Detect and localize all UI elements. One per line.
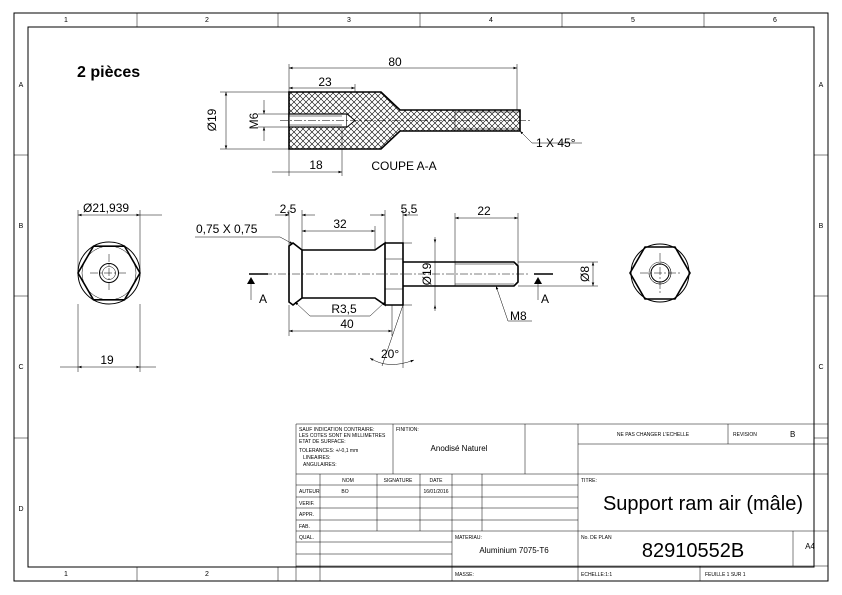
tb-role-auteur: AUTEUR	[299, 489, 320, 495]
tb-echelle-label: ECHELLE:1:1	[581, 572, 612, 578]
tb-no-plan-label: No. DE PLAN	[581, 535, 612, 541]
dim-thread-length: 22	[477, 204, 491, 218]
tb-format: A4	[805, 542, 815, 551]
dim-outer-diameter: Ø19	[205, 108, 219, 131]
zone-left-a: A	[19, 82, 24, 89]
tb-titre-label: TITRE:	[581, 478, 597, 484]
tb-sauf-6: ANGULAIRES:	[303, 462, 337, 468]
outer-frame	[13, 12, 829, 582]
tb-ne-pas-changer: NE PAS CHANGER L'ECHELLE	[617, 432, 690, 438]
zone-bottom-2: 2	[205, 571, 209, 578]
tb-title: Support ram air (mâle)	[603, 493, 803, 515]
dim-thread-m6: M6	[247, 112, 261, 129]
section-mark-left: A	[259, 292, 267, 306]
dim-shank-length: 32	[333, 217, 347, 231]
tb-revision-label: REVISION	[733, 432, 757, 438]
tb-no-plan-value: 82910552B	[642, 540, 744, 562]
dim-hex-diameter: Ø19	[420, 262, 434, 285]
zone-ticks	[14, 13, 828, 581]
tb-sauf-4: TOLERANCES: +/-0,1 mm	[299, 448, 358, 454]
tb-materiau-value: Aluminium 7075-T6	[479, 546, 549, 555]
tb-role-fab: FAB.	[299, 524, 310, 530]
tb-sauf-3: ETAT DE SURFACE:	[299, 439, 346, 445]
tb-role-qual: QUAL.	[299, 535, 314, 541]
tb-revision-value: B	[790, 430, 795, 439]
zone-bottom-1: 1	[64, 571, 68, 578]
tb-header-signature: SIGNATURE	[384, 478, 413, 484]
dim-hex-width: 5,5	[401, 202, 418, 216]
tb-author-date: 16/01/2016	[423, 489, 448, 495]
dim-chamfer-head: 0,75 X 0,75	[196, 222, 258, 236]
tb-sauf-5: LINEAIRES:	[303, 455, 331, 461]
tb-author-name: BO	[341, 489, 348, 495]
tb-header-date: DATE	[430, 478, 444, 484]
zone-top-6: 6	[773, 17, 777, 24]
tb-role-verif: VERIF.	[299, 501, 315, 507]
right-end-view	[629, 243, 691, 303]
dim-head-gap: 2,5	[280, 202, 297, 216]
zone-left-b: B	[19, 223, 24, 230]
dim-across-corners: Ø21,939	[83, 201, 129, 215]
section-view: 80 23 18 Ø19 M6 1 X 45° COUPE A-A	[205, 55, 582, 176]
tb-masse-label: MASSE:	[455, 572, 474, 578]
left-end-view: Ø21,939 19	[60, 201, 162, 372]
zone-top-3: 3	[347, 17, 351, 24]
dim-overall-length: 80	[388, 55, 402, 69]
zone-right-c: C	[818, 364, 823, 371]
zone-top-5: 5	[631, 17, 635, 24]
dim-across-flats: 19	[100, 353, 114, 367]
tb-materiau-label: MATERIAU:	[455, 535, 482, 541]
dim-thread-diameter: Ø8	[578, 266, 592, 282]
zone-top-1: 1	[64, 17, 68, 24]
dim-head-length: 23	[318, 75, 332, 89]
dim-radius: R3,5	[331, 302, 357, 316]
zone-top-4: 4	[489, 17, 493, 24]
tb-sauf-1: SAUF INDICATION CONTRAIRE:	[299, 427, 374, 433]
section-hatch	[289, 92, 520, 149]
zone-left-c: C	[18, 364, 23, 371]
zone-left-d: D	[18, 506, 23, 513]
dim-thread-m8: M8	[510, 309, 527, 323]
section-mark-right: A	[541, 292, 549, 306]
section-title: COUPE A-A	[371, 159, 436, 173]
inner-frame	[27, 26, 815, 568]
dim-angle: 20°	[381, 347, 399, 361]
zone-top-2: 2	[205, 17, 209, 24]
dim-length-40: 40	[340, 317, 354, 331]
main-side-view: A A 2,5 32 5,5 22 0,75 X 0,75 R3,5 40	[195, 202, 598, 368]
tb-finition-value: Anodisé Naturel	[431, 444, 488, 453]
tb-sauf-2: LES COTES SONT EN MILLIMETRES	[299, 433, 386, 439]
dim-chamfer-section: 1 X 45°	[536, 136, 576, 150]
tb-feuille-label: FEUILLE 1 SUR 1	[705, 572, 746, 578]
tb-finition-label: FINITION:	[396, 427, 419, 433]
zone-right-a: A	[819, 82, 824, 89]
dim-bore-depth: 18	[309, 158, 323, 172]
tb-role-appr: APPR.	[299, 512, 314, 518]
tb-header-nom: NOM	[342, 478, 354, 484]
zone-right-b: B	[819, 223, 824, 230]
title-block: SAUF INDICATION CONTRAIRE: LES COTES SON…	[295, 423, 828, 581]
quantity-note: 2 pièces	[77, 64, 140, 81]
